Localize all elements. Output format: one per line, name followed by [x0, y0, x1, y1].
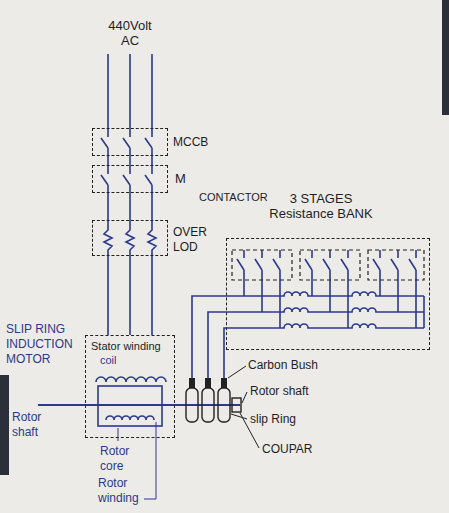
part-label: CONTACTOR: [199, 190, 279, 205]
coupler: [232, 398, 241, 412]
part-label: SLIP RING INDUCTION MOTOR: [6, 322, 82, 367]
leader-line: [118, 428, 119, 441]
contactor-box: MCONTACTOR: [92, 165, 168, 193]
leader-line: [242, 392, 247, 403]
slip-ring: [202, 388, 214, 422]
breaker-box: MCCB: [92, 128, 168, 156]
leader-line: [228, 366, 246, 378]
part-label: Carbon Bush: [248, 358, 338, 373]
rotor-shaft: [38, 404, 240, 406]
phase-wire: [129, 193, 131, 220]
overload-box: OVER LOD: [92, 220, 168, 256]
supply-label: 440Volt AC: [102, 18, 158, 48]
leader-line: [231, 414, 247, 419]
stator-coil: [96, 377, 166, 382]
slip-ring: [186, 388, 198, 422]
page-edge: [0, 375, 9, 475]
resistor-symbol: [226, 292, 424, 328]
stage-contact: [237, 250, 416, 328]
part-label: Rotor core: [100, 444, 142, 474]
part-label: Rotor winding: [98, 476, 150, 506]
contactor-contact: [101, 165, 152, 193]
part-label: M: [175, 171, 195, 186]
phase-wire: [108, 156, 152, 335]
part-label: Rotor shaft: [250, 384, 340, 399]
part-label: OVER LOD: [173, 225, 217, 255]
carbon-brush: [221, 378, 227, 388]
leader-line: [144, 422, 156, 499]
supply-wire: [108, 54, 152, 128]
part-label: coil: [100, 353, 140, 368]
carbon-brush: [205, 378, 211, 388]
part-label: slip Ring: [250, 412, 330, 427]
rotor-winding: [106, 416, 154, 420]
thermal-element: [104, 220, 156, 256]
slip-ring: [218, 388, 230, 422]
part-label: MCCB: [173, 135, 233, 150]
part-label: Stator winding: [91, 339, 171, 354]
part-label: COUPAR: [262, 442, 332, 457]
phase-wire: [129, 256, 131, 335]
carbon-brush: [189, 378, 195, 388]
part-label: 3 STAGES Resistance BANK: [261, 191, 381, 221]
rotor-wire: [192, 296, 226, 378]
stage-contactor: [300, 250, 360, 280]
stage-contactor: [232, 250, 292, 280]
breaker-contact: [101, 128, 152, 156]
resistance-bank: 3 STAGES Resistance BANK: [226, 238, 430, 350]
stage-contactor: [368, 250, 424, 280]
phase-wire: [129, 156, 131, 165]
part-label: Rotor shaft: [12, 410, 60, 440]
page-edge: [442, 0, 449, 115]
